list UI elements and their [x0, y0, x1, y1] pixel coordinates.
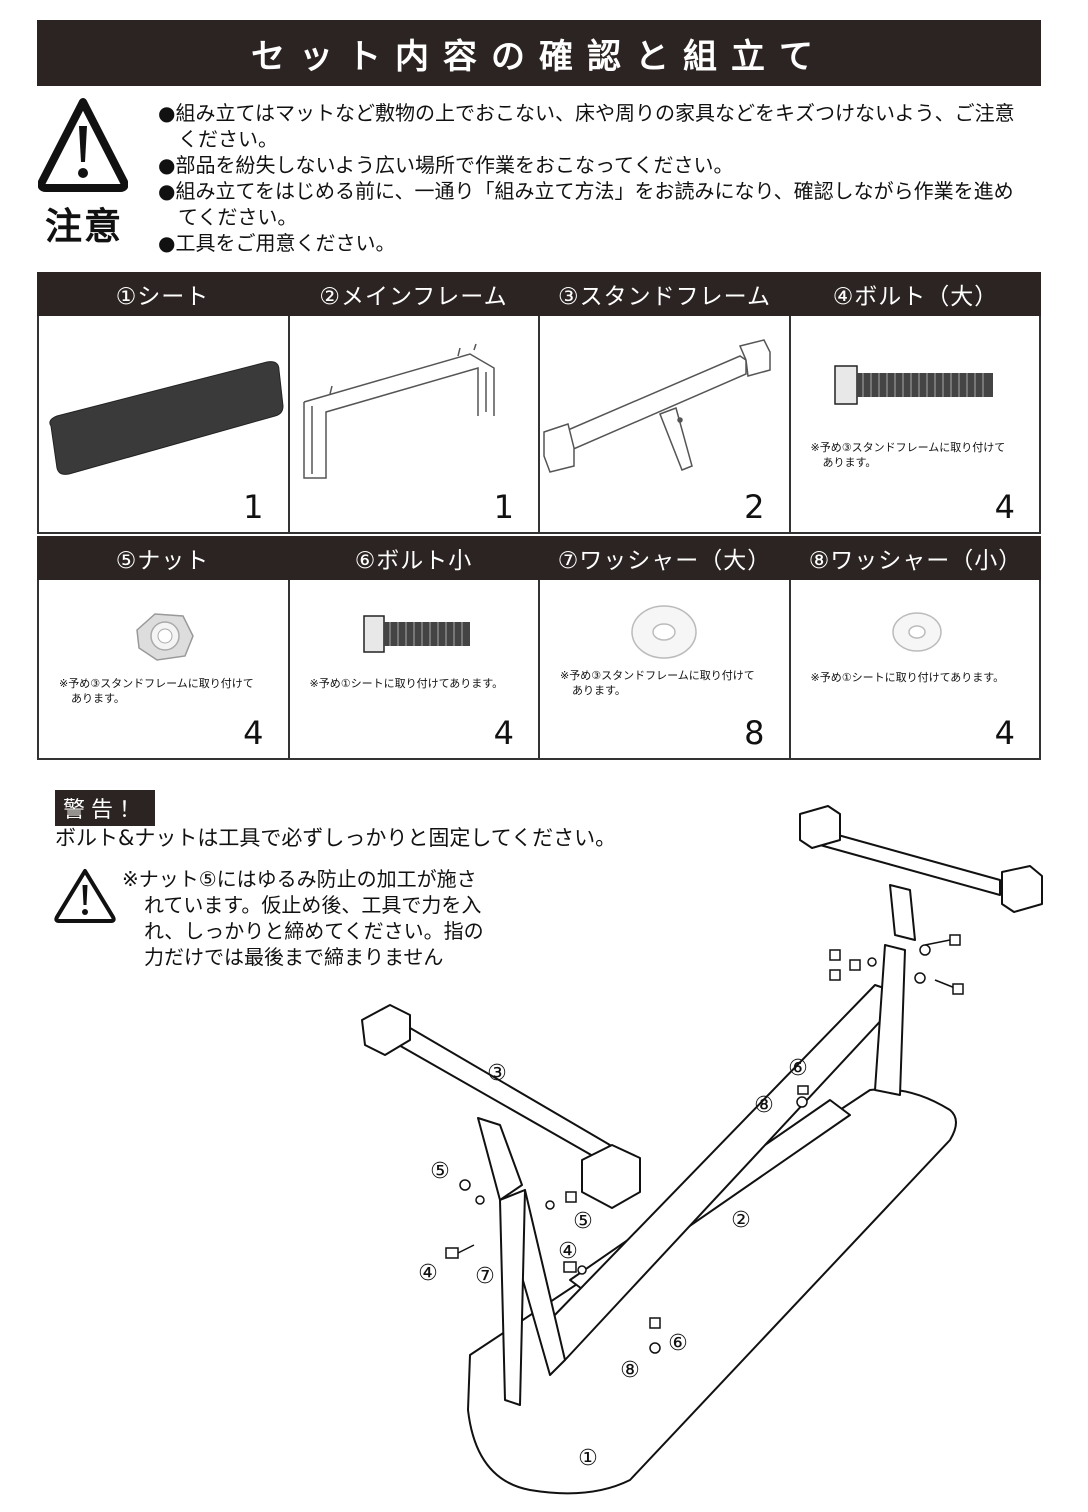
diagram-label: ⑦ [475, 1264, 495, 1289]
part-name: ③スタンドフレーム [558, 284, 771, 310]
caution-note: ●工具をご用意ください。 [158, 231, 396, 255]
stand-frame-bar [819, 829, 1001, 896]
diagram-label: ⑥ [668, 1331, 688, 1356]
part-note-line: あります。 [71, 692, 125, 705]
part-note-line: ※予め③スタンドフレームに取り付けて [59, 677, 254, 690]
part-name: ②メインフレーム [319, 284, 508, 310]
nut-illustration [136, 613, 194, 661]
part-cell-stand-frame: 2 [540, 316, 791, 534]
stand-frame-post [889, 884, 916, 941]
part-note-line: あります。 [572, 684, 626, 697]
caution-note: ●部品を紛失しないよう広い場所で作業をおこなってください。 [158, 153, 734, 177]
part-name: ④ボルト（大） [832, 284, 999, 310]
part-name: ⑥ボルト小 [354, 548, 473, 574]
part-cell-main-frame: 1 [289, 316, 540, 534]
diagram-label: ① [578, 1446, 598, 1471]
part-note-line: あります。 [822, 456, 877, 469]
main-frame-illustration [302, 343, 495, 479]
part-note-line: ※予め③スタンドフレームに取り付けて [560, 669, 755, 682]
bolt-small-illustration [362, 615, 470, 653]
part-qty: 8 [744, 714, 765, 752]
parts-row: ※予め③スタンドフレームに取り付けて あります。 4 ※予め①シートに取り付けて… [37, 580, 1041, 760]
part-note: ※予め③スタンドフレームに取り付けて あります。 [560, 668, 755, 698]
parts-row: 1 1 2 [37, 316, 1041, 534]
warning-triangle-icon [54, 869, 116, 923]
diagram-label: ③ [487, 1061, 507, 1086]
part-cell-washer-small: ※予め①シートに取り付けてあります。 4 [790, 580, 1041, 760]
part-qty: 1 [493, 488, 514, 526]
warning-label: 警告！ [55, 790, 156, 826]
diagram-label: ⑧ [620, 1358, 640, 1383]
part-note: ※予め③スタンドフレームに取り付けて あります。 [59, 676, 254, 706]
part-note-line: ※予め③スタンドフレームに取り付けて [810, 441, 1006, 454]
part-cell-nut: ※予め③スタンドフレームに取り付けて あります。 4 [39, 580, 290, 760]
warning-note-line: 力だけでは最後まで締まりません [144, 945, 444, 969]
stand-frame-end [361, 1004, 411, 1056]
part-cell-seat: 1 [39, 316, 290, 534]
stand-frame-illustration [543, 339, 771, 473]
assembly-diagram: ③ ⑤ ④ ⑦ ⑤ ④ ② ⑥ ⑧ ⑥ ⑧ ① [361, 805, 1043, 1495]
diagram-label: ⑥ [788, 1056, 808, 1081]
warning-note: ※ナット⑤にはゆるみ防止の加工が施さ れています。仮止め後、工具で力を入 れ、し… [122, 866, 522, 970]
stand-frame-post [477, 1117, 523, 1201]
part-note: ※予め①シートに取り付けてあります。 [811, 670, 1005, 685]
part-qty: 2 [744, 488, 765, 526]
part-name: ⑤ナット [115, 548, 210, 574]
diagram-label: ⑤ [430, 1159, 450, 1184]
washer-small-illustration [891, 612, 942, 652]
main-frame-upright [874, 944, 906, 1096]
warning-text: ボルト&ナットは工具で必ずしっかりと固定してください。 [55, 826, 617, 850]
diagram-label: ④ [418, 1261, 438, 1286]
part-name: ⑦ワッシャー（大） [557, 548, 772, 574]
stand-frame-end [799, 805, 841, 849]
part-qty: 4 [994, 714, 1015, 752]
diagram-label: ② [731, 1208, 751, 1233]
stand-frame-end [1001, 865, 1043, 913]
caution-note: ●組み立てはマットなど敷物の上でおこない、床や周りの家具などをキズつけないよう、… [158, 101, 1015, 151]
part-note-line: ※予め①シートに取り付けてあります。 [810, 671, 1005, 684]
diagram-label: ⑧ [754, 1093, 774, 1118]
page-title: セット内容の確認と組立て [37, 20, 1041, 86]
seat-illustration [49, 361, 284, 475]
warning-note-line: ※ナット⑤にはゆるみ防止の加工が施さ [122, 867, 477, 891]
bolt-large-illustration [833, 365, 993, 405]
part-qty: 4 [243, 714, 264, 752]
part-qty: 1 [243, 488, 264, 526]
parts-table: ①シート ②メインフレーム ③スタンドフレーム ④ボルト（大） 1 1 [37, 272, 1041, 760]
part-qty: 4 [994, 488, 1015, 526]
warning-note-line: れ、しっかりと締めてください。指の [144, 919, 484, 943]
part-cell-bolt-large: ※予め③スタンドフレームに取り付けて あります。 4 [790, 316, 1041, 534]
caution-notes: ●組み立てはマットなど敷物の上でおこない、床や周りの家具などをキズつけないよう、… [158, 100, 1028, 256]
main-frame-upright [499, 1189, 526, 1406]
diagram-label: ④ [558, 1239, 578, 1264]
part-name: ⑧ワッシャー（小） [808, 548, 1023, 574]
washer-large-illustration [631, 605, 697, 659]
part-cell-washer-large: ※予め③スタンドフレームに取り付けて あります。 8 [540, 580, 791, 760]
part-name: ①シート [115, 284, 210, 310]
parts-header-row: ⑤ナット ⑥ボルト小 ⑦ワッシャー（大） ⑧ワッシャー（小） [37, 536, 1041, 580]
warning-triangle-icon [38, 98, 128, 192]
caution-note: ●組み立てをはじめる前に、一通り「組み立て方法」をお読みになり、確認しながら作業… [158, 179, 1014, 229]
parts-header-row: ①シート ②メインフレーム ③スタンドフレーム ④ボルト（大） [37, 272, 1041, 316]
warning-note-line: れています。仮止め後、工具で力を入 [144, 893, 482, 917]
part-note-line: ※予め①シートに取り付けてあります。 [309, 677, 504, 690]
diagram-label: ⑤ [573, 1209, 593, 1234]
seat-shape [467, 1088, 957, 1495]
part-note: ※予め①シートに取り付けてあります。 [310, 676, 504, 691]
part-qty: 4 [493, 714, 514, 752]
part-note: ※予め③スタンドフレームに取り付けて あります。 [811, 440, 1006, 470]
part-cell-bolt-small: ※予め①シートに取り付けてあります。 4 [289, 580, 540, 760]
caution-label: 注意 [45, 205, 123, 248]
stand-frame-end [581, 1144, 641, 1209]
